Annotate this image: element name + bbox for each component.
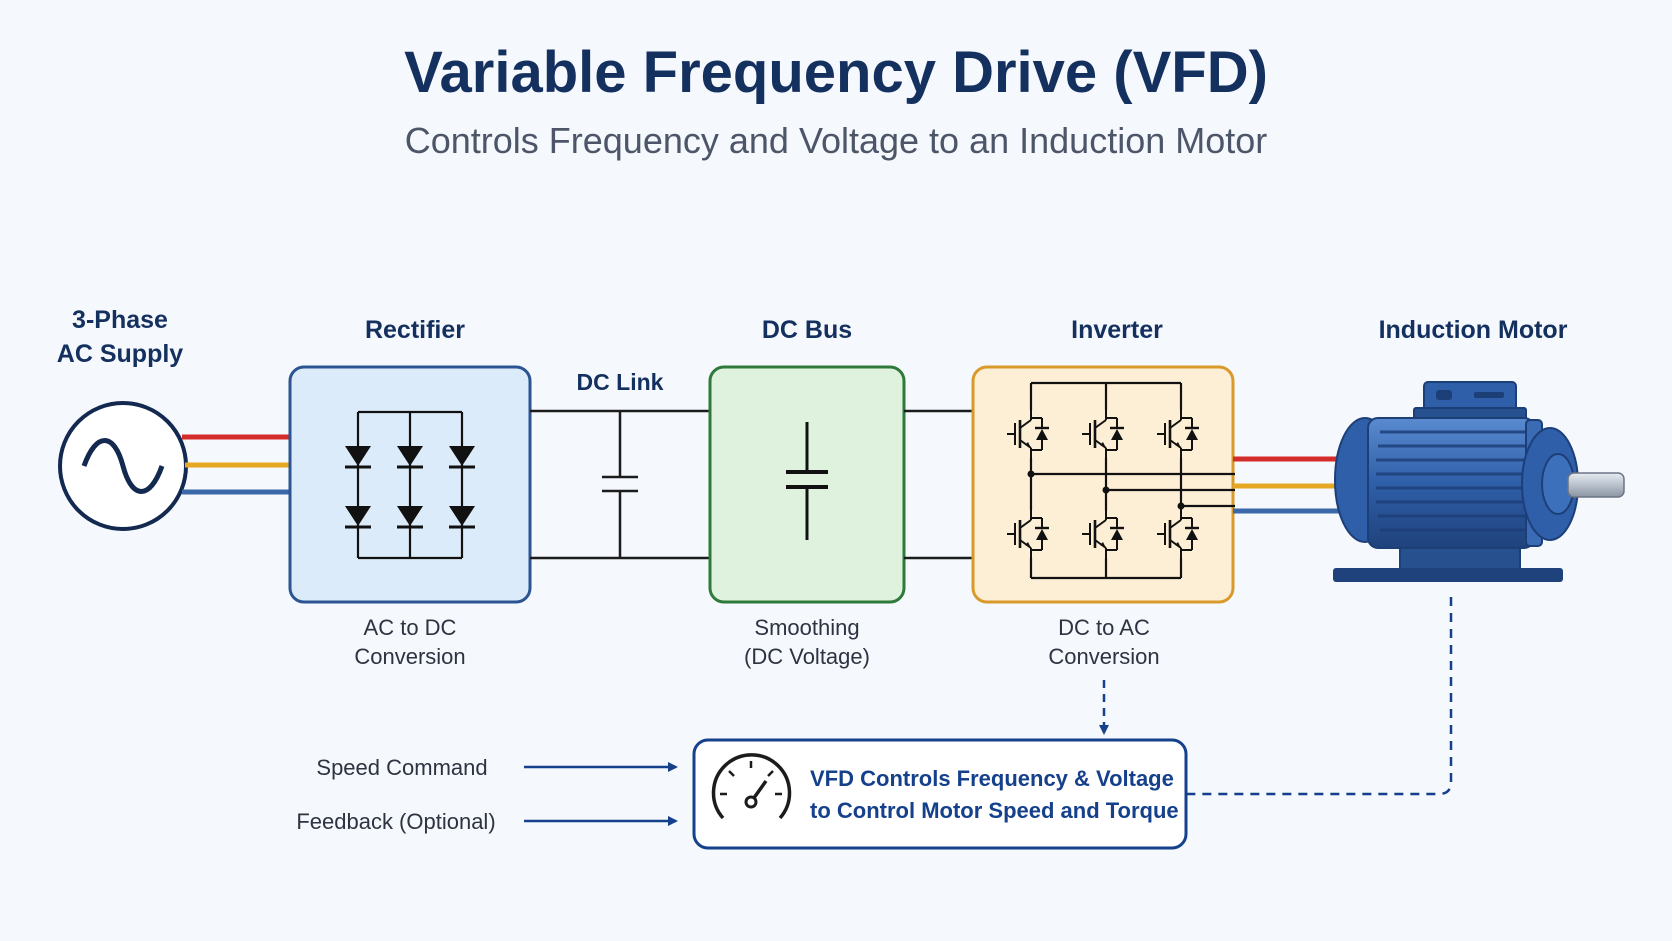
dc-bus-label: DC Bus xyxy=(762,316,852,344)
dc-bus-caption-line1: Smoothing xyxy=(754,615,859,640)
inverter-label: Inverter xyxy=(1071,316,1163,344)
controller-text-line1: VFD Controls Frequency & Voltage xyxy=(810,766,1174,791)
induction-motor-icon xyxy=(1333,381,1625,582)
supply-label-line1: 3-Phase xyxy=(72,306,168,334)
supply-phase-lines xyxy=(182,434,290,495)
dc-bus-caption-line2: (DC Voltage) xyxy=(744,644,870,669)
motor-feedback-line xyxy=(1186,597,1453,796)
rectifier-label: Rectifier xyxy=(365,316,465,344)
feedback-label: Feedback (Optional) xyxy=(296,809,495,834)
inverter-caption-line1: DC to AC xyxy=(1058,615,1150,640)
supply-label-line2: AC Supply xyxy=(57,340,183,368)
rectifier-caption-line1: AC to DC xyxy=(364,615,457,640)
motor-label: Induction Motor xyxy=(1379,316,1568,344)
speedometer-icon xyxy=(711,753,792,820)
bus-to-inverter-wires xyxy=(904,409,973,560)
rectifier-block xyxy=(288,365,532,604)
inverter-block xyxy=(971,365,1235,604)
dc-link-label: DC Link xyxy=(577,369,664,395)
motor-phase-lines xyxy=(1233,456,1340,514)
page-title: Variable Frequency Drive (VFD) xyxy=(404,40,1268,105)
controller-text-line2: to Control Motor Speed and Torque xyxy=(810,798,1179,823)
dc-bus-block xyxy=(708,365,906,604)
rectifier-caption-line2: Conversion xyxy=(354,644,465,669)
vfd-controller-box: VFD Controls Frequency & Voltage to Cont… xyxy=(692,738,1188,850)
speed-command-label: Speed Command xyxy=(316,755,487,780)
page-subtitle: Controls Frequency and Voltage to an Ind… xyxy=(405,120,1268,161)
ac-source-icon xyxy=(58,401,188,531)
inverter-caption-line2: Conversion xyxy=(1048,644,1159,669)
dc-link-wires xyxy=(530,409,710,560)
